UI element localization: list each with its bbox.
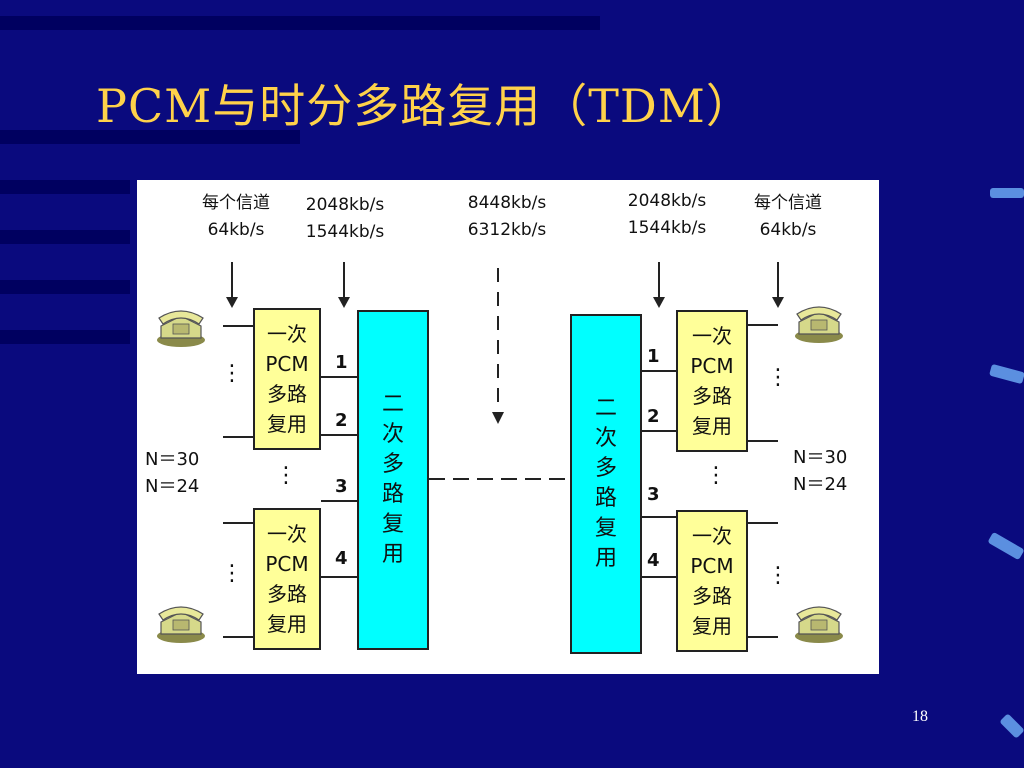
port-number: 3 [647, 484, 660, 505]
left-primary-rate-label: 2048kb/s 1544kb/s [293, 192, 397, 246]
label-line: 8448kb/s [467, 193, 547, 213]
output-line [748, 440, 778, 442]
input-line [223, 325, 253, 327]
right-channel-label: 每个信道 64kb/s [733, 190, 843, 244]
right-channel-arrow [772, 262, 784, 308]
output-line [748, 324, 778, 326]
ellipsis: ⋮ [767, 563, 789, 588]
ellipsis: ⋮ [275, 463, 297, 488]
label-line: 64kb/s [207, 220, 265, 240]
ellipsis: ⋮ [221, 361, 243, 386]
secondary-arrow-head [492, 412, 504, 424]
link-line [321, 500, 357, 502]
secondary-dashed-arrow [497, 268, 499, 414]
input-line [223, 436, 253, 438]
right-primary-mux-top: 一次 PCM 多路 复用 [676, 310, 748, 452]
link-line [642, 430, 676, 432]
bg-accent [989, 363, 1024, 385]
label-line: 64kb/s [759, 220, 817, 240]
link-line [642, 576, 676, 578]
label-line: 每个信道 [754, 193, 822, 213]
bg-stripe [0, 230, 130, 244]
left-channel-arrow [226, 262, 238, 308]
port-number: 1 [647, 346, 660, 367]
tdm-diagram: 每个信道 64kb/s 2048kb/s 1544kb/s 8448kb/s 6… [137, 180, 879, 674]
left-primary-mux-top: 一次 PCM 多路 复用 [253, 308, 321, 450]
page-number: 18 [912, 708, 928, 725]
output-line [748, 636, 778, 638]
bg-stripe [0, 130, 300, 144]
link-line [642, 370, 676, 372]
right-n-label: N＝30 N＝24 [793, 444, 873, 498]
ellipsis: ⋮ [767, 365, 789, 390]
link-line [321, 434, 357, 436]
right-primary-arrow [653, 262, 665, 308]
port-number: 2 [647, 406, 660, 427]
port-number: 1 [335, 352, 348, 373]
label-line: 6312kb/s [467, 220, 547, 240]
input-line [223, 522, 253, 524]
label-line: 每个信道 [202, 193, 270, 213]
label-line: 2048kb/s [627, 191, 707, 211]
bg-accent [999, 713, 1024, 739]
telephone-icon [795, 306, 843, 343]
left-n-label: N＝30 N＝24 [145, 446, 225, 500]
ellipsis: ⋮ [221, 561, 243, 586]
secondary-rate-label: 8448kb/s 6312kb/s [455, 190, 559, 244]
slide-title: PCM与时分多路复用（TDM） [96, 79, 753, 133]
telephone-icon [157, 310, 205, 347]
label-line: N＝24 [793, 474, 848, 495]
input-line [223, 636, 253, 638]
label-line: N＝30 [145, 449, 200, 470]
right-primary-mux-bottom: 一次 PCM 多路 复用 [676, 510, 748, 652]
bg-stripe [0, 280, 130, 294]
left-channel-label: 每个信道 64kb/s [181, 190, 291, 244]
bg-accent [987, 531, 1024, 561]
telephone-icon [157, 606, 205, 643]
output-line [748, 522, 778, 524]
ellipsis: ⋮ [705, 463, 727, 488]
label-line: N＝24 [145, 476, 200, 497]
port-number: 2 [335, 410, 348, 431]
port-number: 4 [335, 548, 348, 569]
right-primary-rate-label: 2048kb/s 1544kb/s [615, 188, 719, 242]
left-primary-arrow [338, 262, 350, 308]
label-line: N＝30 [793, 447, 848, 468]
port-number: 3 [335, 476, 348, 497]
label-line: 1544kb/s [305, 222, 385, 242]
link-line [642, 516, 676, 518]
left-primary-mux-bottom: 一次 PCM 多路 复用 [253, 508, 321, 650]
trunk-dashed-line [429, 478, 570, 480]
bg-stripe [0, 180, 130, 194]
bg-stripe [0, 16, 600, 30]
link-line [321, 576, 357, 578]
left-secondary-mux: 二 次 多 路 复 用 [357, 310, 429, 650]
link-line [321, 376, 357, 378]
right-secondary-mux: 二 次 多 路 复 用 [570, 314, 642, 654]
telephone-icon [795, 606, 843, 643]
bg-accent [990, 188, 1024, 198]
bg-stripe [0, 330, 130, 344]
label-line: 1544kb/s [627, 218, 707, 238]
port-number: 4 [647, 550, 660, 571]
label-line: 2048kb/s [305, 195, 385, 215]
